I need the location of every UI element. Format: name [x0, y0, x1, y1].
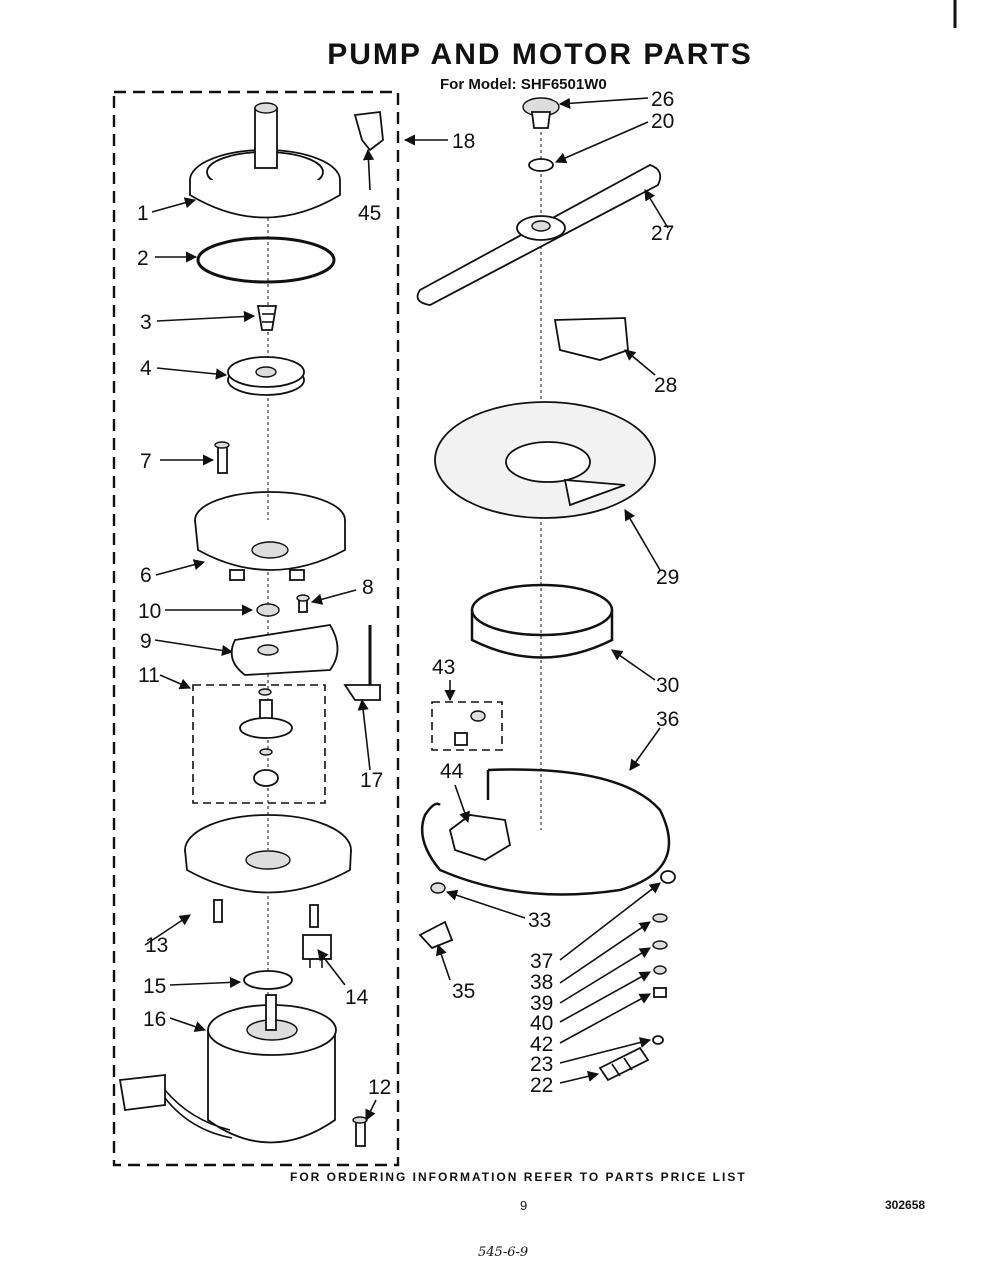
part-15-washer: [243, 970, 293, 990]
callout-38: 38: [530, 971, 553, 994]
part-2-o-ring: [196, 236, 336, 284]
part-9-plate: [230, 624, 339, 676]
callout-45: 45: [358, 202, 381, 225]
callout-17: 17: [360, 769, 383, 792]
part-10-washer: [256, 603, 280, 617]
callout-2: 2: [137, 247, 149, 270]
part-6-pump-base: [194, 491, 346, 581]
callout-14: 14: [345, 986, 369, 1009]
callout-13: 13: [145, 934, 168, 957]
part-4-impeller: [227, 356, 305, 396]
part-44-bracket: [448, 814, 512, 861]
part-33-nut: [430, 882, 446, 894]
callout-28: 28: [654, 374, 677, 397]
part-26-spray-arm-cap: [522, 97, 560, 129]
callout-4: 4: [140, 357, 152, 380]
callout-1: 1: [137, 202, 149, 225]
callout-23: 23: [530, 1053, 553, 1076]
callout-22: 22: [530, 1074, 553, 1097]
callout-12: 12: [368, 1076, 391, 1099]
callout-40: 40: [530, 1012, 553, 1035]
callout-39: 39: [530, 992, 553, 1015]
ordering-footer-note: FOR ORDERING INFORMATION REFER TO PARTS …: [290, 1170, 747, 1184]
part-11-chopper-assembly: [239, 688, 293, 787]
callout-29: 29: [656, 566, 679, 589]
page-number: 9: [520, 1198, 528, 1213]
part-27-spray-arm: [416, 164, 662, 306]
callout-36: 36: [656, 708, 679, 731]
callout-15: 15: [143, 975, 166, 998]
leader-lines: [144, 97, 669, 1122]
callout-9: 9: [140, 630, 152, 653]
part-16-motor: [118, 994, 337, 1144]
callout-10: 10: [138, 600, 161, 623]
part-13-motor-mount: [184, 814, 352, 928]
callout-37: 37: [530, 950, 553, 973]
callout-33: 33: [528, 909, 551, 932]
callout-44: 44: [440, 760, 464, 783]
callout-27: 27: [651, 222, 674, 245]
part-28-deflector: [553, 317, 629, 361]
part-12-bolt: [352, 1116, 368, 1147]
parts-37-42-fastener-stack: [652, 870, 676, 998]
callout-8: 8: [362, 576, 374, 599]
document-number: 302658: [885, 1198, 926, 1212]
model-line: For Model: SHF6501W0: [440, 76, 607, 93]
part-1-pump-housing-cover: [189, 102, 341, 219]
part-36-heating-element: [420, 768, 671, 896]
part-43-kit: [454, 710, 486, 746]
part-14-bracket: [302, 934, 332, 968]
part-29-filter-screen: [434, 401, 656, 519]
callout-6: 6: [140, 564, 152, 587]
part-43-box: [431, 701, 503, 751]
part-17-rod: [343, 625, 381, 701]
part-3-impeller-nut: [256, 305, 278, 331]
callout-42: 42: [530, 1033, 553, 1056]
part-45-clip: [353, 110, 384, 152]
callout-labels: 1 2 3 4 7 6 8 10 9 11 17 13 14 15 16 12 …: [137, 88, 679, 1099]
part-22-fitting: [598, 1046, 650, 1082]
callout-7: 7: [140, 450, 152, 473]
handwritten-note: 545-6-9: [478, 1245, 529, 1260]
part-11-subassembly-box: [192, 684, 326, 804]
callout-43: 43: [432, 656, 455, 679]
callout-3: 3: [140, 311, 152, 334]
callout-35: 35: [452, 980, 475, 1003]
part-30-filter-ring: [470, 583, 614, 659]
pump-motor-assembly-box: [112, 90, 400, 1167]
callout-11: 11: [138, 664, 160, 687]
part-23-o-ring: [652, 1035, 664, 1045]
part-7-screw: [214, 441, 230, 474]
part-35-clip: [418, 920, 454, 950]
part-8-screw: [296, 594, 310, 613]
callout-20: 20: [651, 110, 674, 133]
callout-26: 26: [651, 88, 674, 111]
page-title: PUMP AND MOTOR PARTS: [327, 38, 753, 71]
callout-16: 16: [143, 1008, 166, 1031]
callout-30: 30: [656, 674, 679, 697]
part-20-washer: [528, 158, 554, 172]
callout-18: 18: [452, 130, 475, 153]
